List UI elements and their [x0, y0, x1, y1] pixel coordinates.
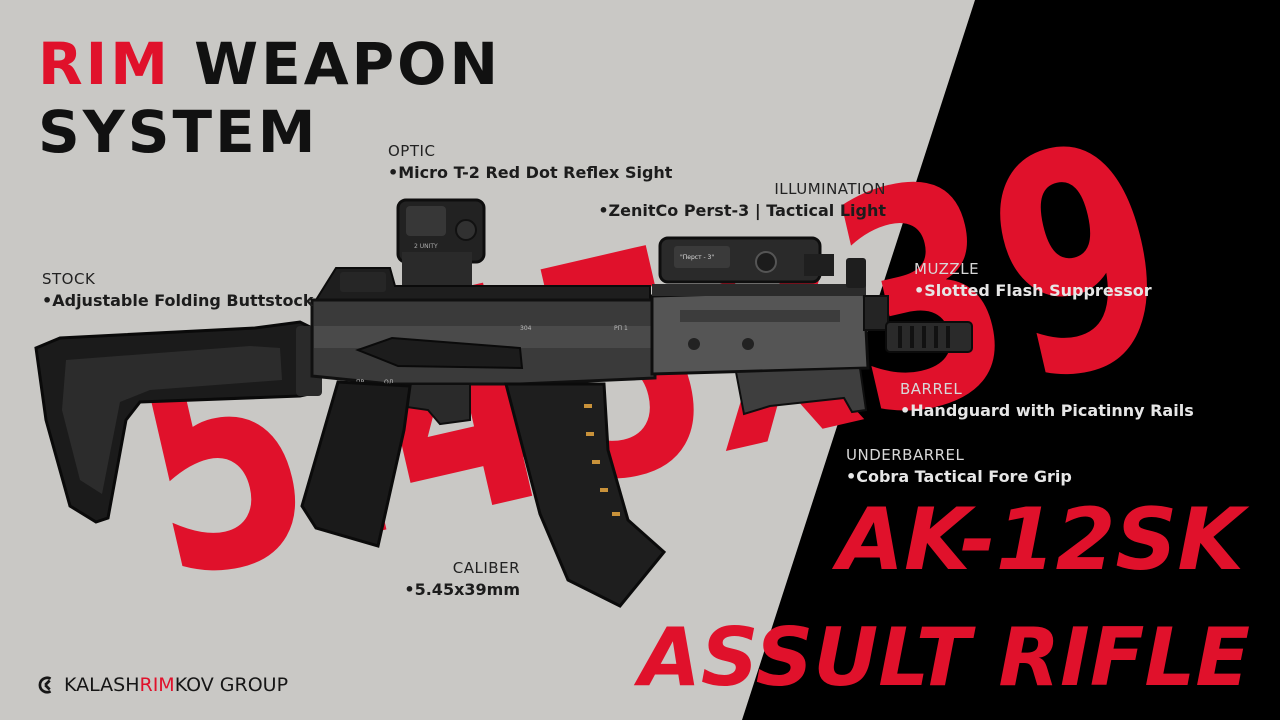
brand-pre: KALASH: [64, 674, 140, 696]
callout-caliber-value: 5.45x39mm: [390, 578, 520, 602]
brand-post: KOV GROUP: [174, 674, 289, 696]
callout-barrel-value: Handguard with Picatinny Rails: [900, 399, 1193, 423]
callout-illumination-value: ZenitCo Perst-3 | Tactical Light: [560, 199, 886, 223]
handguard-rail-top: [652, 284, 866, 296]
callout-muzzle-label: MUZZLE: [914, 260, 980, 278]
handguard-bolt-1: [688, 338, 700, 350]
callout-illumination: ILLUMINATION ZenitCo Perst-3 | Tactical …: [560, 179, 886, 223]
callout-barrel-label: BARREL: [900, 380, 963, 398]
callout-underbarrel-value: Cobra Tactical Fore Grip: [846, 465, 1072, 489]
callout-optic-value: Micro T-2 Red Dot Reflex Sight: [388, 161, 672, 185]
callout-stock: STOCK Adjustable Folding Buttstock: [42, 269, 314, 313]
flash-suppressor: [885, 321, 973, 353]
callout-caliber: CALIBER 5.45x39mm: [390, 558, 520, 602]
receiver-number: 304: [520, 325, 532, 332]
title-line1: WEAPON: [194, 30, 502, 98]
callout-muzzle: MUZZLE Slotted Flash Suppressor: [914, 259, 1152, 303]
magazine: [504, 382, 667, 608]
callout-caliber-label: CALIBER: [452, 559, 520, 577]
brand-accent: RIM: [139, 674, 175, 696]
callout-stock-label: STOCK: [42, 270, 96, 288]
stock-inner-panel: [62, 346, 282, 494]
callout-barrel: BARREL Handguard with Picatinny Rails: [900, 379, 1194, 423]
charging-handle: [355, 336, 524, 370]
rear-sight: [340, 272, 386, 292]
callout-muzzle-value: Slotted Flash Suppressor: [914, 279, 1151, 303]
front-sight-post: [846, 258, 866, 288]
callout-optic: OPTIC Micro T-2 Red Dot Reflex Sight: [388, 141, 672, 185]
callout-illumination-label: ILLUMINATION: [774, 180, 886, 198]
model-type: ASSULT RIFLE: [638, 611, 1250, 704]
tactical-light: "Перст - 3": [658, 236, 834, 284]
gas-block: [863, 295, 889, 331]
optic-marking: 2 UNITY: [414, 243, 438, 250]
fore-grip: [734, 366, 868, 416]
pistol-grip: [300, 380, 412, 548]
red-dot-sight: 2 UNITY: [396, 198, 486, 288]
callout-optic-label: OPTIC: [388, 142, 436, 160]
poster-title: RIM WEAPON SYSTEM: [38, 30, 501, 166]
callout-underbarrel-label: UNDERBARREL: [846, 446, 965, 464]
title-line2: SYSTEM: [38, 98, 319, 166]
handguard-bolt-2: [742, 338, 754, 350]
light-marking: "Перст - 3": [680, 254, 714, 261]
selector-mark-b: ОД: [384, 379, 394, 386]
receiver-tag: РП 1: [614, 325, 628, 332]
dark-diagonal-panel: [742, 0, 1280, 720]
callout-underbarrel: UNDERBARREL Cobra Tactical Fore Grip: [846, 445, 1072, 489]
handguard: [650, 288, 870, 376]
callout-stock-value: Adjustable Folding Buttstock: [42, 289, 313, 313]
magazine-window-marks: [584, 404, 620, 516]
model-name: AK-12SK: [837, 490, 1244, 590]
kalashnikov-logo-icon: [38, 676, 52, 694]
handguard-rail-mid: [680, 310, 840, 322]
title-accent: RIM: [38, 30, 171, 98]
rifle-illustration: 2 UNITY 304 РП 1 ПР ОД: [34, 198, 973, 608]
